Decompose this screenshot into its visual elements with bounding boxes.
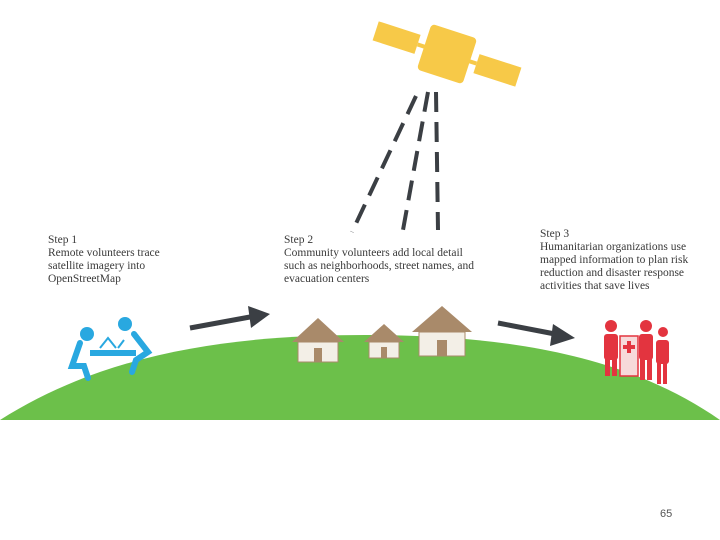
step-1-caption: Step 1 Remote volunteers trace satellite… (48, 234, 198, 286)
green-hill (0, 335, 720, 420)
arrow-step1-to-step2 (189, 306, 270, 331)
volunteers-icon (67, 317, 153, 381)
satellite-icon (372, 21, 522, 87)
step-2-title: Step 2 (284, 234, 314, 246)
step-1-description: Remote volunteers trace satellite imager… (48, 247, 160, 285)
step-2-caption: Step 2 Community volunteers add local de… (284, 234, 484, 286)
arrow-step2-to-step3 (497, 320, 575, 346)
step-2-description: Community volunteers add local detail su… (284, 247, 475, 285)
step-3-caption: Step 3 Humanitarian organizations use ma… (540, 228, 710, 293)
satellite-signal-beams (350, 91, 440, 233)
step-3-title: Step 3 (540, 228, 570, 240)
huts-icon (292, 306, 472, 363)
responders-icon (604, 320, 669, 384)
step-3-description: Humanitarian organizations use mapped in… (540, 241, 689, 292)
step-1-title: Step 1 (48, 234, 78, 246)
page-number: 65 (660, 508, 673, 520)
